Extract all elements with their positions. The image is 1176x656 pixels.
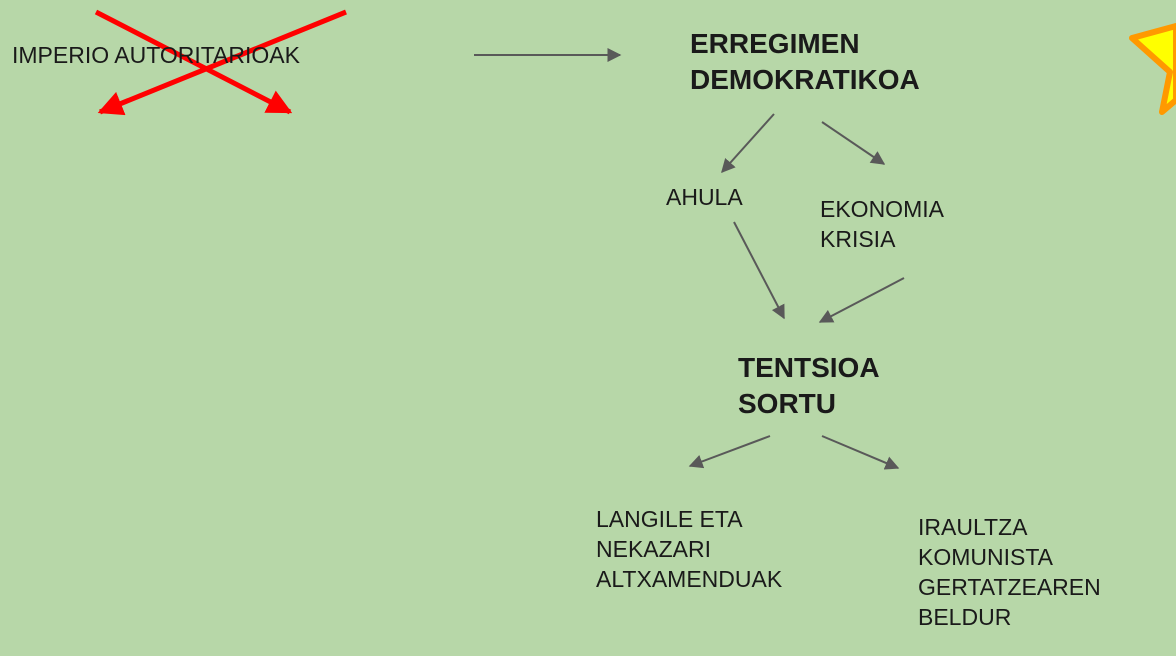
arrow-regime-to-weak	[721, 113, 775, 174]
red-cross-icon	[94, 9, 347, 116]
arrow-weak-to-tension	[733, 221, 785, 320]
node-empires: IMPERIO AUTORITARIOAK	[12, 42, 300, 68]
node-weak: AHULA	[666, 184, 743, 210]
arrow-crisis-to-tension	[818, 277, 905, 323]
node-economic-crisis: EKONOMIA KRISIA	[820, 196, 944, 252]
arrow-tension-to-revolution	[821, 435, 900, 470]
node-revolution-fear: IRAULTZA KOMUNISTA GERTATZEAREN BELDUR	[918, 514, 1101, 630]
node-democratic-regime: ERREGIMEN DEMOKRATIKOA	[690, 28, 920, 95]
arrow-regime-to-crisis	[821, 121, 886, 165]
arrow-tension-to-uprisings	[688, 435, 771, 469]
node-tension: TENTSIOA SORTU	[738, 352, 880, 419]
star-icon	[1129, 23, 1176, 115]
node-uprisings: LANGILE ETA NEKAZARI ALTXAMENDUAK	[596, 506, 783, 592]
